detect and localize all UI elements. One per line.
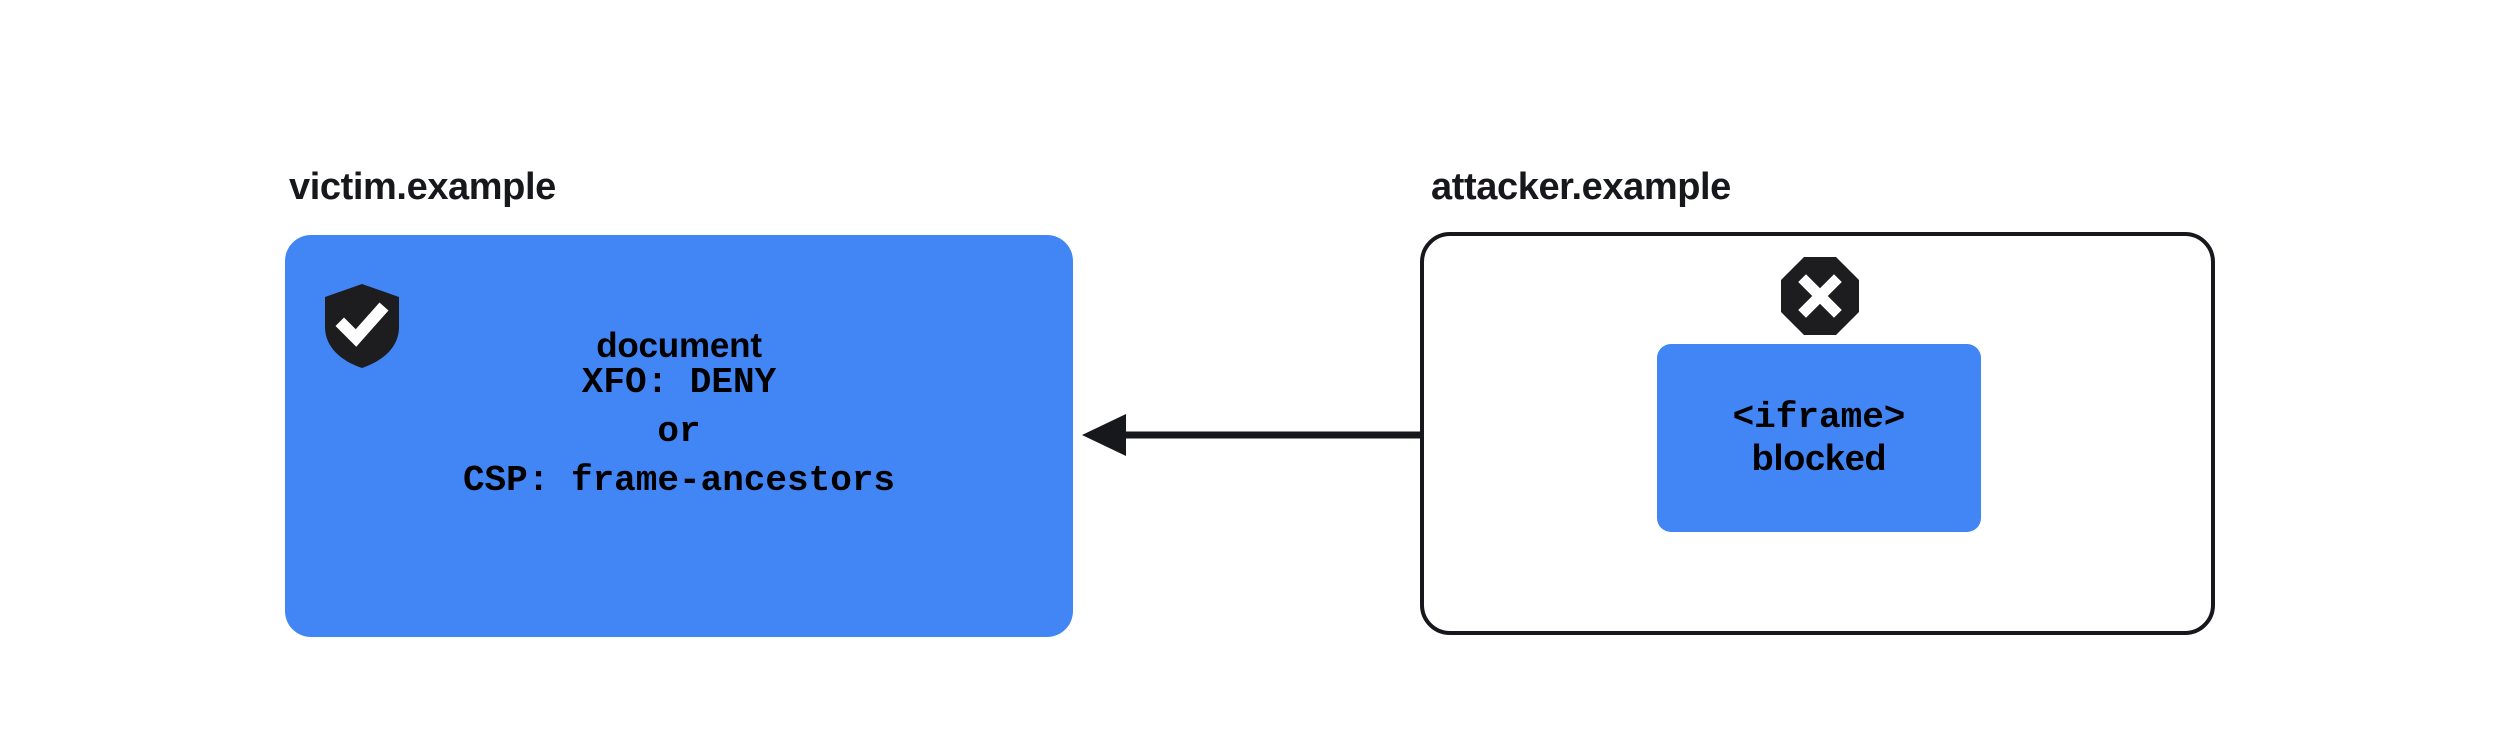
iframe-status-text: blocked xyxy=(1751,437,1887,478)
victim-policy-text: document XFO: DENY or CSP: frame-ancesto… xyxy=(285,327,1073,499)
attacker-origin-label: attacker.example xyxy=(1431,166,1731,208)
iframe-card: <iframe> blocked xyxy=(1657,344,1981,532)
octagon-x-icon xyxy=(1780,256,1860,336)
iframe-tag-text: <iframe> xyxy=(1732,397,1906,438)
victim-origin-panel: document XFO: DENY or CSP: frame-ancesto… xyxy=(285,235,1073,637)
victim-line-or: or xyxy=(657,411,701,452)
victim-line-xfo: XFO: DENY xyxy=(581,362,777,403)
shield-check-icon xyxy=(323,283,401,369)
victim-origin-label: victim.example xyxy=(289,166,556,208)
attacker-origin-panel: <iframe> blocked xyxy=(1420,232,2215,635)
victim-line-csp: CSP: frame-ancestors xyxy=(462,460,896,501)
victim-line-document: document xyxy=(596,326,762,365)
left-arrow xyxy=(1070,404,1670,466)
